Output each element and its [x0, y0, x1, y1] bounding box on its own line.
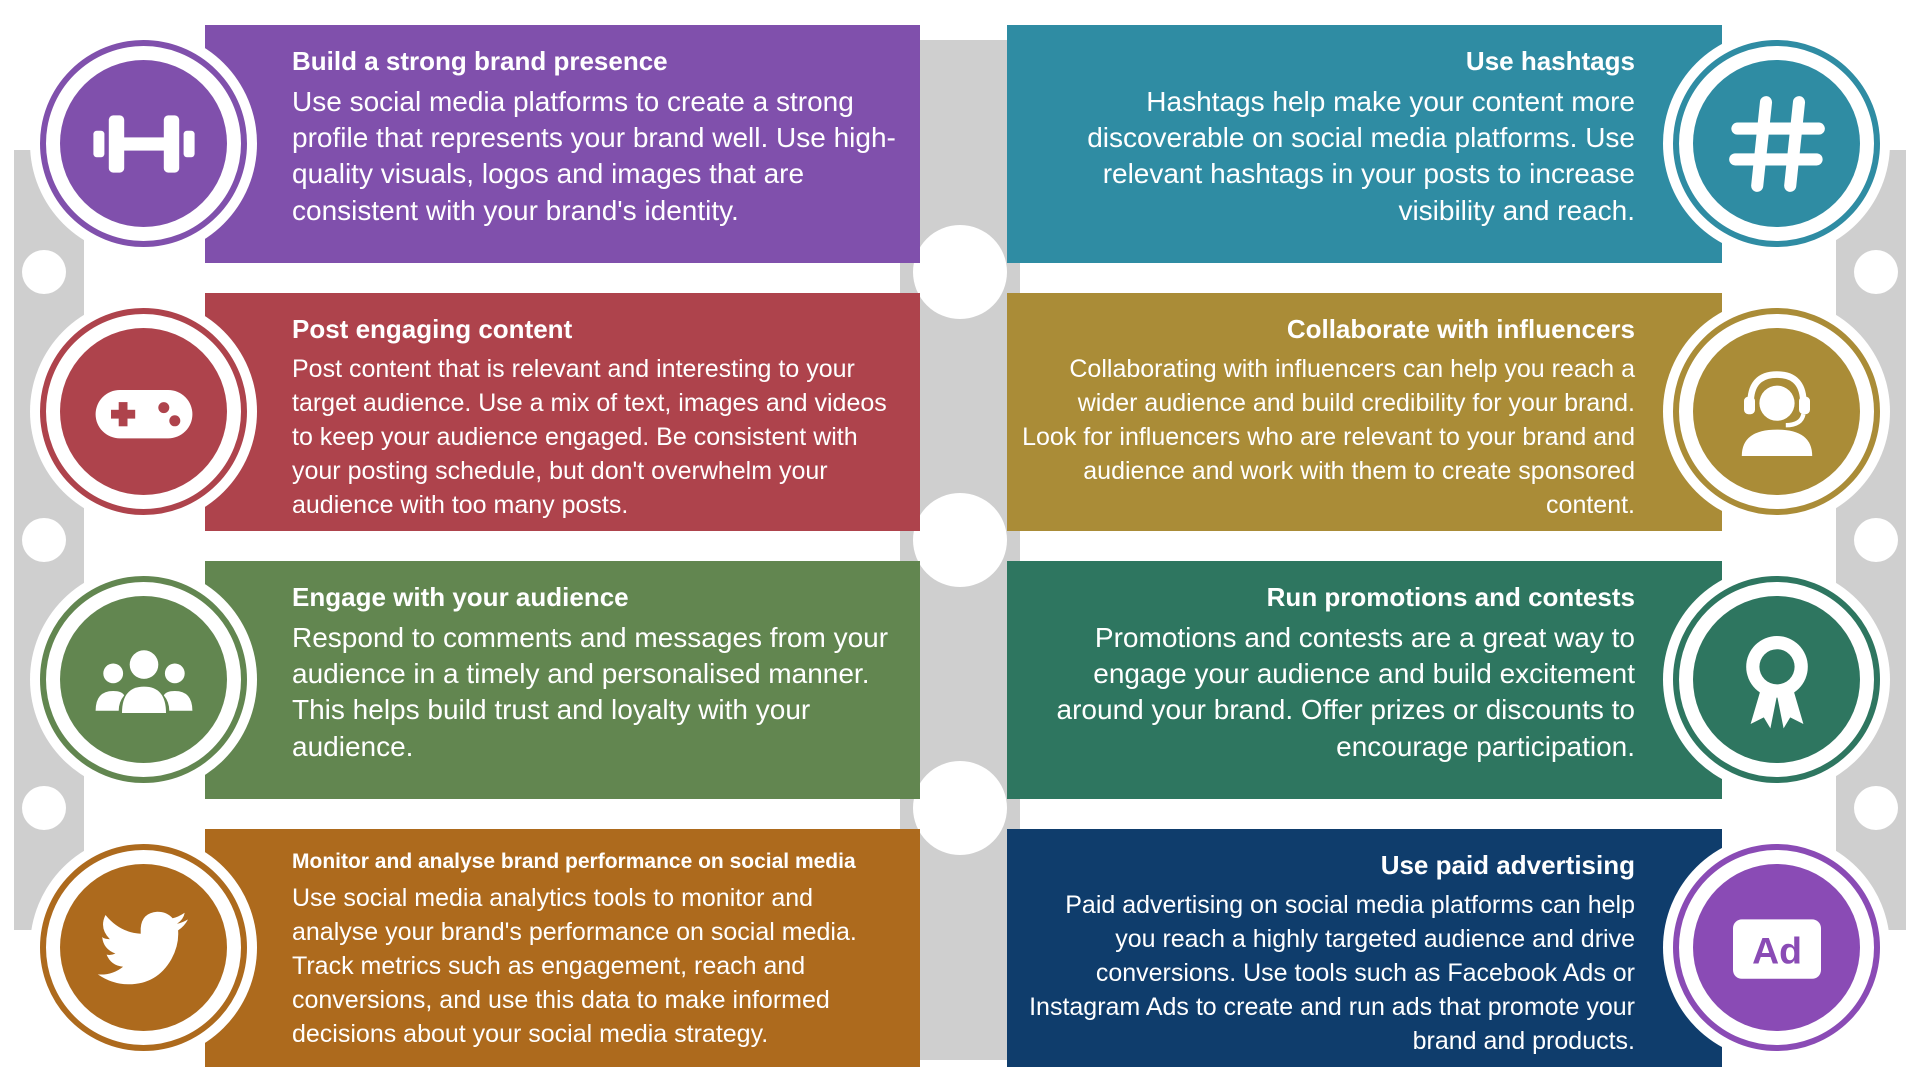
- ad-icon: Ad: [1732, 918, 1821, 979]
- icon-ring: [1663, 298, 1890, 525]
- tip-title: Engage with your audience: [292, 582, 629, 612]
- tip-title: Build a strong brand presence: [292, 46, 668, 76]
- icon-ring: [30, 566, 257, 793]
- tip-card-engaging-content: Post engaging content Post content that …: [205, 293, 920, 531]
- tip-title: Run promotions and contests: [1266, 582, 1635, 612]
- icon-ring: Ad: [1663, 834, 1890, 1061]
- tip-title: Use hashtags: [1465, 46, 1635, 76]
- tip-text: Respond to comments and messages from yo…: [292, 621, 889, 762]
- tip-card-monitor-performance: Monitor and analyse brand performance on…: [205, 829, 920, 1067]
- icon-ring: [1663, 30, 1890, 257]
- tip-card-brand-presence: Build a strong brand presence Use social…: [205, 25, 920, 263]
- tip-text: Post content that is relevant and intere…: [292, 354, 887, 519]
- ad-icon-text: Ad: [1752, 929, 1802, 971]
- hashtag-icon: [1728, 95, 1825, 192]
- tip-card-promotions: Run promotions and contests Promotions a…: [1007, 561, 1722, 799]
- center-node: [913, 761, 1007, 855]
- tip-title: Monitor and analyse brand performance on…: [292, 850, 856, 873]
- tip-card-paid-advertising: Use paid advertising Paid advertising on…: [1007, 829, 1722, 1067]
- icon-ring: [1663, 566, 1890, 793]
- headset-icon: [1741, 370, 1812, 456]
- tip-card-hashtags: Use hashtags Hashtags help make your con…: [1007, 25, 1722, 263]
- tip-text: Use social media analytics tools to moni…: [292, 884, 857, 1049]
- tip-card-engage-audience: Engage with your audience Respond to com…: [205, 561, 920, 799]
- tip-title: Use paid advertising: [1380, 850, 1635, 880]
- icon-ring: [30, 298, 257, 525]
- tip-title: Post engaging content: [292, 314, 573, 344]
- tip-text: Promotions and contests are a great way …: [1056, 621, 1635, 762]
- twitter-icon: [97, 911, 188, 984]
- tip-text: Collaborating with influencers can help …: [1022, 354, 1635, 519]
- tip-text: Paid advertising on social media platfor…: [1029, 890, 1635, 1055]
- dumbbell-icon: [92, 114, 195, 173]
- tip-title: Collaborate with influencers: [1286, 314, 1635, 344]
- tip-text: Hashtags help make your content more dis…: [1087, 85, 1635, 226]
- tip-text: Use social media platforms to create a s…: [292, 85, 896, 226]
- users-icon: [95, 649, 192, 713]
- icon-ring: [30, 834, 257, 1061]
- award-icon: [1745, 635, 1808, 728]
- gamepad-icon: [95, 389, 192, 438]
- center-node: [913, 225, 1007, 319]
- icon-ring: [30, 30, 257, 257]
- center-node: [913, 493, 1007, 587]
- tip-card-influencers: Collaborate with influencers Collaborati…: [1007, 293, 1722, 531]
